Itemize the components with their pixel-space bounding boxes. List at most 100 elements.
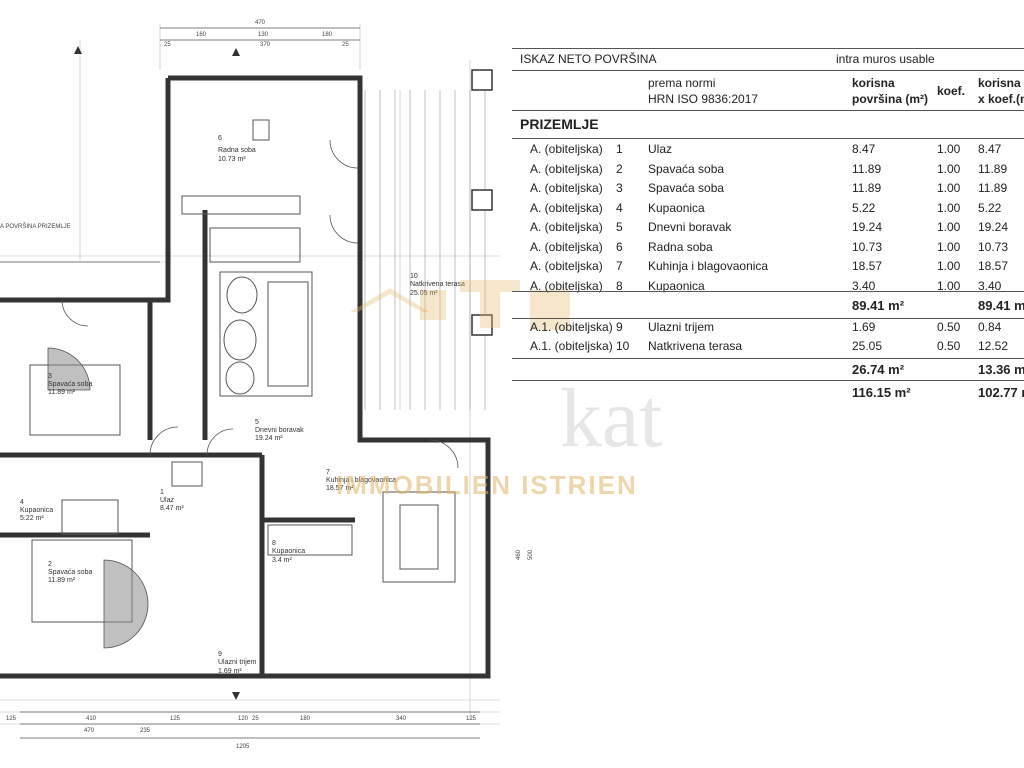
room-3-name: Spavaća soba bbox=[48, 381, 92, 388]
room-9-no: 9 bbox=[218, 651, 222, 658]
row-total: 19.24 bbox=[978, 220, 1009, 234]
room-8-area: 3.4 m² bbox=[272, 557, 293, 564]
room-7-name: Kuhinja i blagovaonica bbox=[326, 477, 396, 484]
row-area: 11.89 bbox=[852, 161, 882, 176]
row-total: 10.73 bbox=[978, 239, 1009, 254]
room-2-name: Spavaća soba bbox=[48, 569, 92, 576]
row-type: A.1. (obiteljska) bbox=[530, 339, 613, 353]
room-3-no: 3 bbox=[48, 373, 52, 380]
room-9-name: Ulazni trijem bbox=[218, 659, 257, 666]
row-no: 3 bbox=[616, 181, 623, 195]
row-area: 18.57 bbox=[852, 259, 883, 273]
row-type: A. (obiteljska) bbox=[530, 161, 603, 176]
dim-top-6: 25 bbox=[342, 42, 349, 48]
row-koef: 0.50 bbox=[937, 339, 961, 353]
dim-bottom-0: 125 bbox=[6, 716, 17, 722]
row-total: 3.40 bbox=[978, 278, 1002, 293]
dim-bottom-2: 125 bbox=[170, 716, 181, 722]
row-type: A. (obiteljska) bbox=[530, 200, 603, 215]
row-total: 18.57 bbox=[978, 259, 1009, 273]
area-table: ISKAZ NETO POVRŠINA intra muros usable p… bbox=[512, 48, 1024, 408]
row-koef: 1.00 bbox=[937, 239, 961, 254]
room-7-no: 7 bbox=[326, 469, 330, 476]
round-areas bbox=[47, 347, 149, 649]
dim-bottom-5: 25 bbox=[252, 716, 259, 722]
row-area: 5.22 bbox=[852, 200, 876, 215]
terrace-pillars bbox=[471, 69, 493, 336]
row-type: A. (obiteljska) bbox=[530, 259, 603, 273]
room-10-area: 25.05 m² bbox=[410, 290, 438, 297]
row-area: 10.73 bbox=[852, 239, 883, 254]
terrace-grid bbox=[364, 90, 486, 410]
row-no: 7 bbox=[616, 259, 623, 273]
row-name: Spavaća soba bbox=[648, 161, 725, 176]
room-1-area: 8.47 m² bbox=[160, 505, 184, 512]
row-no: 1 bbox=[616, 142, 623, 156]
room-4-area: 5.22 m² bbox=[20, 515, 44, 522]
row-total: 11.89 bbox=[978, 161, 1008, 176]
level-note: A POVRŠINA PRIZEMLJE bbox=[0, 223, 71, 230]
room-4-name: Kupaonica bbox=[20, 507, 53, 514]
room-5-no: 5 bbox=[255, 419, 259, 426]
dim-top-4: 25 bbox=[164, 42, 171, 48]
dim-left-sub: 470 bbox=[84, 728, 95, 734]
row-koef: 1.00 bbox=[937, 220, 961, 234]
row-koef: 1.00 bbox=[937, 200, 961, 215]
room-2-no: 2 bbox=[48, 561, 52, 568]
row-type: A. (obiteljska) bbox=[530, 220, 603, 234]
row-no: 2 bbox=[616, 161, 623, 176]
subtotal-a-bottom-border bbox=[512, 318, 1024, 319]
dimension-lines-top bbox=[0, 27, 480, 739]
dim-right-0: 460 bbox=[516, 549, 522, 560]
row-no: 4 bbox=[616, 200, 623, 215]
col-area-1: korisna bbox=[852, 76, 895, 90]
dim-top-3: 180 bbox=[322, 32, 333, 38]
grand-total-total: 102.77 m bbox=[978, 385, 1024, 400]
room-1-no: 1 bbox=[160, 489, 164, 496]
row-total: 11.89 bbox=[978, 181, 1008, 195]
dim-top-5: 370 bbox=[260, 42, 271, 48]
dim-top-2: 130 bbox=[258, 32, 269, 38]
dim-bottom-1: 410 bbox=[86, 716, 97, 722]
row-name: Kupaonica bbox=[648, 200, 705, 215]
row-no: 5 bbox=[616, 220, 623, 234]
dim-bottom-6: 180 bbox=[300, 716, 311, 722]
dim-right-1: 500 bbox=[528, 549, 534, 560]
row-name: Ulaz bbox=[648, 142, 673, 156]
room-7-area: 18.57 m² bbox=[326, 485, 354, 492]
row-koef: 0.50 bbox=[937, 320, 961, 334]
table-subtitle: intra muros usable bbox=[836, 52, 935, 66]
floor-plan: 6 Radna soba 10.73 m² 10 Natkrivena tera… bbox=[0, 20, 500, 750]
section-title: PRIZEMLJE bbox=[520, 116, 599, 132]
subtotal-a-total: 89.41 m bbox=[978, 298, 1024, 313]
row-name: Ulazni trijem bbox=[648, 320, 715, 334]
row-type: A. (obiteljska) bbox=[530, 278, 603, 293]
row-no: 8 bbox=[616, 278, 623, 293]
row-total: 5.22 bbox=[978, 200, 1002, 215]
row-total: 12.52 bbox=[978, 339, 1009, 353]
room-6-area: 10.73 m² bbox=[218, 156, 246, 163]
row-type: A. (obiteljska) bbox=[530, 239, 603, 254]
furniture bbox=[29, 119, 456, 623]
norm-label-2: HRN ISO 9836:2017 bbox=[648, 92, 759, 106]
row-koef: 1.00 bbox=[937, 181, 961, 195]
row-area: 8.47 bbox=[852, 142, 876, 156]
room-4-no: 4 bbox=[20, 499, 24, 506]
room-10-name: Natkrivena terasa bbox=[410, 281, 465, 288]
section-marks bbox=[74, 46, 240, 700]
walls bbox=[0, 75, 491, 679]
room-2-area: 11.89 m² bbox=[48, 577, 76, 584]
grand-total-border bbox=[512, 380, 1024, 381]
dimension-labels: A POVRŠINA PRIZEMLJE 470 160 130 180 25 … bbox=[0, 20, 477, 750]
dim-top-0: 470 bbox=[255, 20, 266, 26]
room-10-no: 10 bbox=[410, 273, 418, 280]
room-labels: 6 Radna soba 10.73 m² 10 Natkrivena tera… bbox=[20, 135, 465, 675]
room-8-name: Kupaonica bbox=[272, 548, 305, 555]
dim-bottom-8: 125 bbox=[466, 716, 477, 722]
row-name: Kuhinja i blagovaonica bbox=[648, 259, 769, 273]
row-total: 8.47 bbox=[978, 142, 1002, 156]
room-1-name: Ulaz bbox=[160, 497, 175, 504]
row-name: Radna soba bbox=[648, 239, 713, 254]
col-area-2: površina (m²) bbox=[852, 92, 929, 106]
row-no: 10 bbox=[616, 339, 630, 353]
